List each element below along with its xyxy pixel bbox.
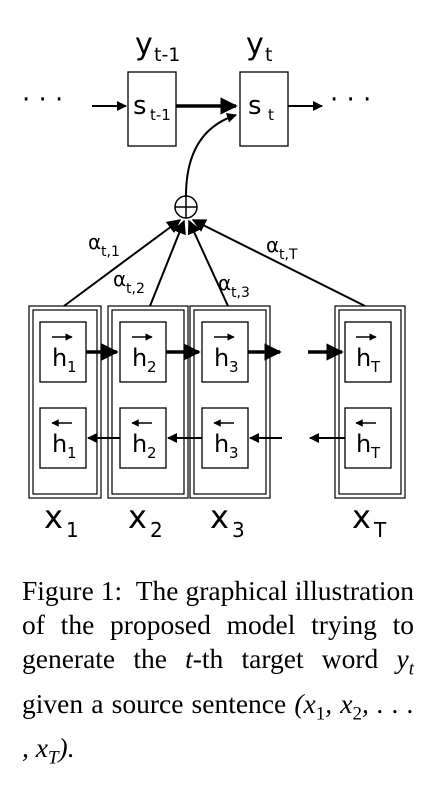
attention-arrow-3 [187,219,229,307]
attention-weight-label-3: α t,3 [218,271,250,301]
svg-text:y: y [246,27,264,62]
svg-text:s: s [133,91,147,121]
attention-arrow-1 [63,219,182,307]
svg-text:x: x [128,498,147,536]
figure-caption: Figure 1: The graphical illustration of … [22,574,414,776]
context-arrow-to-s-t [185,113,237,197]
svg-text:T: T [373,518,387,542]
input-label-x1: x 1 [44,498,79,542]
forward-hidden-2: h 2 [119,321,167,383]
svg-text:h: h [52,344,67,372]
ellipsis-left: · · · [22,85,63,115]
ellipsis-right: · · · [330,85,371,115]
encoder-column-1 [28,305,102,499]
svg-text:T: T [370,358,381,376]
svg-text:1: 1 [66,518,79,542]
input-label-x3: x 3 [210,498,245,542]
output-label-y-t-minus-1: y t-1 [135,27,180,66]
svg-text:T: T [370,444,381,462]
svg-text:h: h [52,430,67,458]
svg-text:t,2: t,2 [126,281,145,297]
svg-text:3: 3 [229,444,239,462]
caption-seq: (x1, x2, . . . , xT). [22,687,414,769]
svg-text:2: 2 [150,518,163,542]
output-label-y-t: y t [246,27,272,66]
input-label-xT: x T [352,498,387,542]
input-label-x2: x 2 [128,498,163,542]
svg-text:s: s [248,91,262,121]
svg-text:h: h [356,430,371,458]
svg-text:t-1: t-1 [150,106,171,124]
svg-text:x: x [210,498,229,536]
attention-arrow-2 [149,219,186,307]
svg-text:h: h [214,344,229,372]
encoder-column-T [334,305,406,499]
svg-text:h: h [132,430,147,458]
backward-hidden-2: h 2 [119,407,167,469]
encoder-column-3 [189,305,271,499]
svg-text:α: α [266,233,279,257]
attention-model-diagram: y t-1 y t · · · · · · s t-1 s t α t,1 α … [22,27,406,542]
svg-text:t,3: t,3 [231,285,250,301]
backward-hidden-3: h 3 [201,407,249,469]
caption-var-y: y [396,643,409,674]
svg-text:t: t [268,106,274,124]
forward-hidden-1: h 1 [39,321,87,383]
forward-hidden-3: h 3 [201,321,249,383]
backward-hidden-1: h 1 [39,407,87,469]
attention-arrow-T [191,219,366,307]
caption-text-1: The graphical illustration of the propos… [22,575,414,674]
svg-text:t,1: t,1 [101,244,120,260]
svg-text:3: 3 [229,358,239,376]
svg-text:2: 2 [147,358,157,376]
decoder-state-s-t-minus-1-label: s t-1 [133,91,171,124]
weighted-sum-combiner [174,195,198,219]
svg-text:x: x [44,498,63,536]
backward-hidden-T: h T [344,407,392,469]
decoder-state-s-t-box [239,71,289,147]
decoder-state-s-t-label: s t [248,91,274,124]
svg-text:t: t [265,44,272,66]
svg-text:1: 1 [67,444,77,462]
svg-text:t-1: t-1 [154,44,180,66]
decoder-state-s-t-minus-1-box [127,71,177,147]
attention-weight-label-T: α t,T [266,233,298,263]
forward-hidden-T: h T [344,321,392,383]
svg-text:h: h [214,430,229,458]
svg-text:h: h [356,344,371,372]
svg-text:h: h [132,344,147,372]
caption-var-t: t [185,643,193,674]
svg-text:3: 3 [232,518,245,542]
svg-text:t,T: t,T [279,247,298,263]
svg-text:2: 2 [147,444,157,462]
svg-text:y: y [135,27,153,62]
svg-text:α: α [88,230,101,254]
attention-weight-label-2: α t,2 [113,267,145,297]
svg-text:x: x [352,498,371,536]
attention-weight-label-1: α t,1 [88,230,120,260]
caption-text-2: -th target word [192,643,397,674]
svg-text:α: α [113,267,126,291]
encoder-column-2 [107,305,189,499]
figure-label: Figure 1: [22,575,123,606]
caption-var-y-sub: t [408,658,414,680]
svg-text:α: α [218,271,231,295]
caption-text-3: given a source sentence [22,687,295,719]
svg-text:1: 1 [67,358,77,376]
